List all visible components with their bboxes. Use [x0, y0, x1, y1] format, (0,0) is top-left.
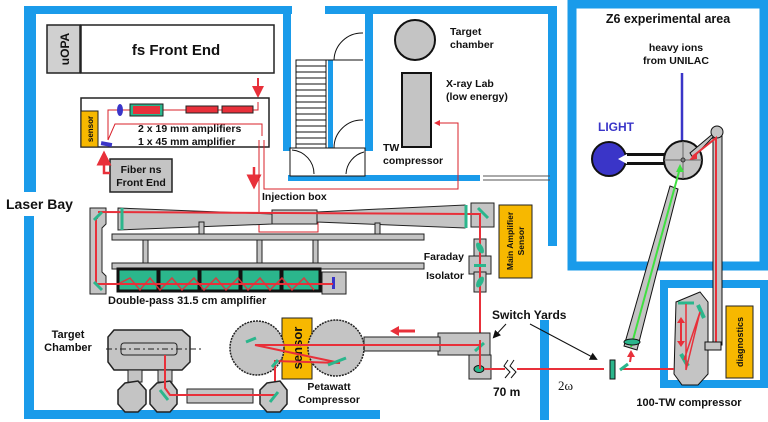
main-amplifier-sensor	[498, 204, 533, 279]
fs-front-end-box	[80, 24, 275, 74]
isolator-label: Isolator	[426, 270, 464, 282]
break-symbol	[503, 359, 517, 379]
light-arrowhead	[618, 154, 627, 164]
compressor-chamber-left	[229, 320, 285, 376]
compressor-chamber-right	[307, 319, 365, 377]
target-beam	[164, 355, 275, 396]
wall-z6	[567, 0, 768, 271]
target-chamber-bottom	[107, 329, 191, 371]
amp-45mm-rod	[133, 106, 160, 114]
target-chamber-top-line1: Target	[450, 26, 482, 38]
main-amplifier	[89, 202, 495, 360]
preamp-beam	[107, 102, 259, 140]
wall-laser-bay-top	[24, 6, 292, 14]
xray-line1: X-ray Lab	[446, 78, 494, 90]
preamp-return-beam	[107, 123, 263, 141]
two-omega-label: 2ω	[558, 378, 574, 393]
amplifiers-line1: 2 x 19 mm amplifiers	[138, 123, 241, 135]
injection-beam	[258, 140, 319, 233]
double-pass-label: Double-pass 31.5 cm amplifier	[108, 295, 267, 307]
stairwell	[289, 32, 366, 177]
heavy-ions-line2: from UNILAC	[643, 55, 709, 67]
diagnostics-box	[725, 305, 754, 379]
right-periscope	[470, 202, 495, 228]
switch-yards-pointer-2	[529, 323, 598, 360]
switch-yard-2-mirror	[609, 359, 616, 380]
tw-line1: TW	[383, 142, 399, 154]
amp-19mm-1	[185, 105, 219, 114]
target-chamber-top-line2: chamber	[450, 39, 494, 51]
wall-stair-left	[283, 6, 291, 151]
wall-laser-bay-left-lower	[24, 216, 34, 416]
fiber-line2: Front End	[116, 177, 166, 189]
target-chamber-bottom-line2: Chamber	[44, 342, 92, 354]
telescope-right	[316, 204, 466, 229]
laser-bay-label: Laser Bay	[6, 196, 73, 212]
sensor-big	[281, 317, 313, 380]
wall-laser-bay-top-left	[24, 6, 36, 192]
z6-title: Z6 experimental area	[606, 12, 731, 26]
fs-front-end-label: fs Front End	[132, 42, 220, 59]
faraday-label: Faraday	[424, 251, 464, 263]
petawatt-line2: Compressor	[298, 394, 360, 406]
sensor-small	[80, 110, 99, 148]
tw-line2: compressor	[383, 155, 443, 167]
tw-feed-beam	[263, 120, 459, 190]
target-chamber-top	[394, 19, 436, 61]
wall-laser-bay-bottom	[24, 410, 380, 419]
compressor-beam	[254, 344, 480, 395]
switch-yards-pointer-1	[492, 323, 507, 339]
distance-label: 70 m	[493, 385, 520, 399]
xray-line2: (low energy)	[446, 91, 508, 103]
diagnostics-label: diagnostics	[735, 317, 745, 367]
light-label: LIGHT	[598, 120, 635, 134]
tw100-red-beam	[691, 135, 717, 344]
green-beam	[630, 167, 681, 348]
preamp-lens	[117, 104, 123, 116]
uopa-label: uOPA	[58, 32, 72, 65]
sensor-small-label: sensor	[86, 116, 95, 142]
left-periscope	[89, 207, 107, 295]
main-amp-sensor-line2: Sensor	[516, 226, 526, 256]
injection-box-label: Injection box	[262, 191, 327, 203]
end-mirror	[332, 277, 335, 289]
preamp-mirror	[100, 141, 113, 148]
switch-yards-label: Switch Yards	[492, 308, 567, 322]
sensor-big-label: sensor	[290, 327, 305, 370]
target-chamber-bottom-line1: Target	[52, 329, 85, 341]
rail-1	[111, 233, 425, 241]
main-amp-sensor-line1: Main Amplifier	[505, 211, 515, 270]
main-amp-beam-zigzag	[117, 276, 315, 292]
fiber-front-end-box	[109, 158, 173, 193]
wall-top-right	[325, 6, 557, 14]
tw100-beamline	[689, 131, 723, 346]
tw100-label: 100-TW compressor	[636, 397, 742, 409]
heavy-ions-line1: heavy ions	[649, 42, 703, 54]
wall-stair-right	[365, 6, 373, 151]
uopa-box	[46, 24, 81, 74]
fiber-arrow	[96, 150, 112, 175]
wall-inner-horizontal	[288, 175, 480, 181]
amplifiers-line2: 1 x 45 mm amplifier	[138, 136, 235, 148]
wall-east	[548, 6, 557, 246]
amp-19mm-2	[221, 105, 254, 114]
tw-compressor-box	[401, 72, 432, 148]
wall-stair-inner	[328, 60, 333, 148]
fiber-line1: Fiber ns	[121, 164, 162, 176]
petawatt-line1: Petawatt	[307, 381, 351, 393]
